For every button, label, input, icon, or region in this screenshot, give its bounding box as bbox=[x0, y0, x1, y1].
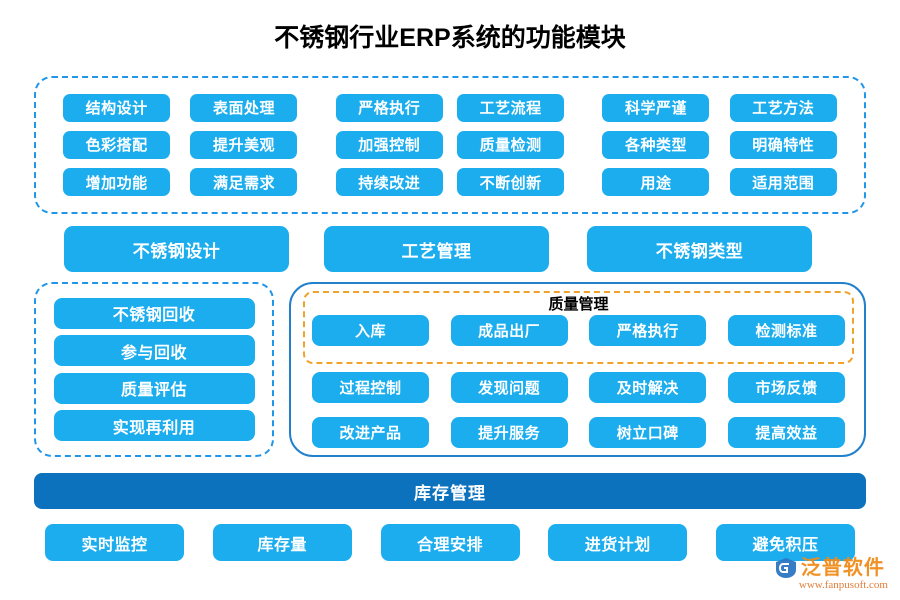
watermark-url: www.fanpusoft.com bbox=[798, 579, 888, 591]
top-attributes-grid: 结构设计 表面处理 严格执行 工艺流程 科学严谨 工艺方法 色彩搭配 提升美观 … bbox=[36, 78, 864, 212]
top-cell: 不断创新 bbox=[450, 164, 583, 201]
tag-button[interactable]: 满足需求 bbox=[190, 168, 298, 197]
top-cell: 适用范围 bbox=[717, 164, 850, 201]
quality-row-control: 过程控制 发现问题 及时解决 市场反馈 bbox=[303, 372, 854, 403]
recycling-item[interactable]: 参与回收 bbox=[53, 335, 255, 367]
quality-item[interactable]: 成品出厂 bbox=[450, 315, 568, 346]
tag-button[interactable]: 加强控制 bbox=[335, 130, 443, 159]
recycling-item[interactable]: 质量评估 bbox=[53, 372, 255, 404]
inventory-management-bar[interactable]: 库存管理 bbox=[34, 473, 866, 509]
top-cell: 表面处理 bbox=[183, 89, 316, 126]
quality-item[interactable]: 树立口碑 bbox=[589, 417, 707, 448]
top-cell: 满足需求 bbox=[183, 164, 316, 201]
tag-button[interactable]: 质量检测 bbox=[457, 130, 565, 159]
top-cell: 用途 bbox=[583, 164, 716, 201]
watermark-top: 泛普软件 bbox=[775, 557, 885, 579]
inventory-item[interactable]: 避免积压 bbox=[716, 524, 855, 561]
recycling-item[interactable]: 不锈钢回收 bbox=[53, 297, 255, 329]
quality-item[interactable]: 入库 bbox=[312, 315, 429, 346]
page-title: 不锈钢行业ERP系统的功能模块 bbox=[274, 24, 626, 52]
section-bars: 不锈钢设计 工艺管理 不锈钢类型 bbox=[0, 226, 900, 272]
tag-button[interactable]: 不断创新 bbox=[457, 168, 565, 197]
top-cell: 增加功能 bbox=[50, 164, 183, 201]
top-cell: 各种类型 bbox=[583, 126, 716, 163]
quality-item[interactable]: 改进产品 bbox=[312, 417, 429, 448]
top-cell: 明确特性 bbox=[717, 126, 850, 163]
inventory-item[interactable]: 进货计划 bbox=[548, 524, 688, 561]
tag-button[interactable]: 各种类型 bbox=[602, 130, 710, 159]
quality-row-improvement: 改进产品 提升服务 树立口碑 提高效益 bbox=[303, 417, 854, 448]
tag-button[interactable]: 色彩搭配 bbox=[63, 130, 171, 159]
inventory-items-row: 实时监控 库存量 合理安排 进货计划 避免积压 bbox=[45, 524, 855, 561]
tag-button[interactable]: 表面处理 bbox=[190, 93, 298, 122]
top-attributes-panel: 结构设计 表面处理 严格执行 工艺流程 科学严谨 工艺方法 色彩搭配 提升美观 … bbox=[34, 76, 866, 214]
section-bar-stainless-type[interactable]: 不锈钢类型 bbox=[587, 226, 812, 272]
top-cell: 提升美观 bbox=[183, 126, 316, 163]
top-cell: 严格执行 bbox=[317, 89, 450, 126]
top-cell: 结构设计 bbox=[50, 89, 183, 126]
tag-button[interactable]: 科学严谨 bbox=[602, 93, 710, 122]
top-cell: 工艺流程 bbox=[450, 89, 583, 126]
section-bar-stainless-design[interactable]: 不锈钢设计 bbox=[64, 226, 289, 272]
inventory-item[interactable]: 合理安排 bbox=[380, 524, 520, 561]
inventory-item[interactable]: 库存量 bbox=[212, 524, 352, 561]
quality-item[interactable]: 提高效益 bbox=[727, 417, 845, 448]
tag-button[interactable]: 严格执行 bbox=[335, 93, 443, 122]
tag-button[interactable]: 明确特性 bbox=[729, 130, 837, 159]
top-cell: 科学严谨 bbox=[583, 89, 716, 126]
quality-management-panel: 质量管理 入库 成品出厂 严格执行 检测标准 过程控制 发现问题 及时解决 市场… bbox=[289, 282, 866, 457]
tag-button[interactable]: 增加功能 bbox=[63, 168, 171, 197]
fanpu-logo-icon bbox=[775, 557, 797, 579]
watermark-brand: 泛普软件 bbox=[800, 557, 885, 579]
tag-button[interactable]: 提升美观 bbox=[190, 130, 298, 159]
quality-row-inner: 入库 成品出厂 严格执行 检测标准 bbox=[303, 315, 854, 346]
top-cell: 色彩搭配 bbox=[50, 126, 183, 163]
tag-button[interactable]: 结构设计 bbox=[63, 93, 171, 122]
section-bar-process-management[interactable]: 工艺管理 bbox=[324, 226, 549, 272]
tag-button[interactable]: 适用范围 bbox=[729, 168, 837, 197]
top-cell: 加强控制 bbox=[317, 126, 450, 163]
quality-management-inner-box: 质量管理 bbox=[303, 291, 854, 364]
recycling-item[interactable]: 实现再利用 bbox=[53, 410, 255, 442]
quality-item[interactable]: 过程控制 bbox=[312, 372, 429, 403]
tag-button[interactable]: 工艺方法 bbox=[729, 93, 837, 122]
top-cell: 质量检测 bbox=[450, 126, 583, 163]
quality-item[interactable]: 严格执行 bbox=[589, 315, 707, 346]
quality-item[interactable]: 及时解决 bbox=[589, 372, 707, 403]
tag-button[interactable]: 工艺流程 bbox=[457, 93, 565, 122]
quality-management-title: 质量管理 bbox=[548, 296, 609, 313]
recycling-panel: 不锈钢回收 参与回收 质量评估 实现再利用 bbox=[34, 282, 274, 457]
tag-button[interactable]: 持续改进 bbox=[335, 168, 443, 197]
quality-item[interactable]: 检测标准 bbox=[727, 315, 845, 346]
top-cell: 持续改进 bbox=[317, 164, 450, 201]
inventory-item[interactable]: 实时监控 bbox=[45, 524, 184, 561]
tag-button[interactable]: 用途 bbox=[602, 168, 710, 197]
quality-item[interactable]: 发现问题 bbox=[450, 372, 568, 403]
top-cell: 工艺方法 bbox=[717, 89, 850, 126]
quality-item[interactable]: 提升服务 bbox=[450, 417, 568, 448]
watermark: 泛普软件 www.fanpusoft.com bbox=[775, 557, 888, 592]
quality-item[interactable]: 市场反馈 bbox=[727, 372, 845, 403]
